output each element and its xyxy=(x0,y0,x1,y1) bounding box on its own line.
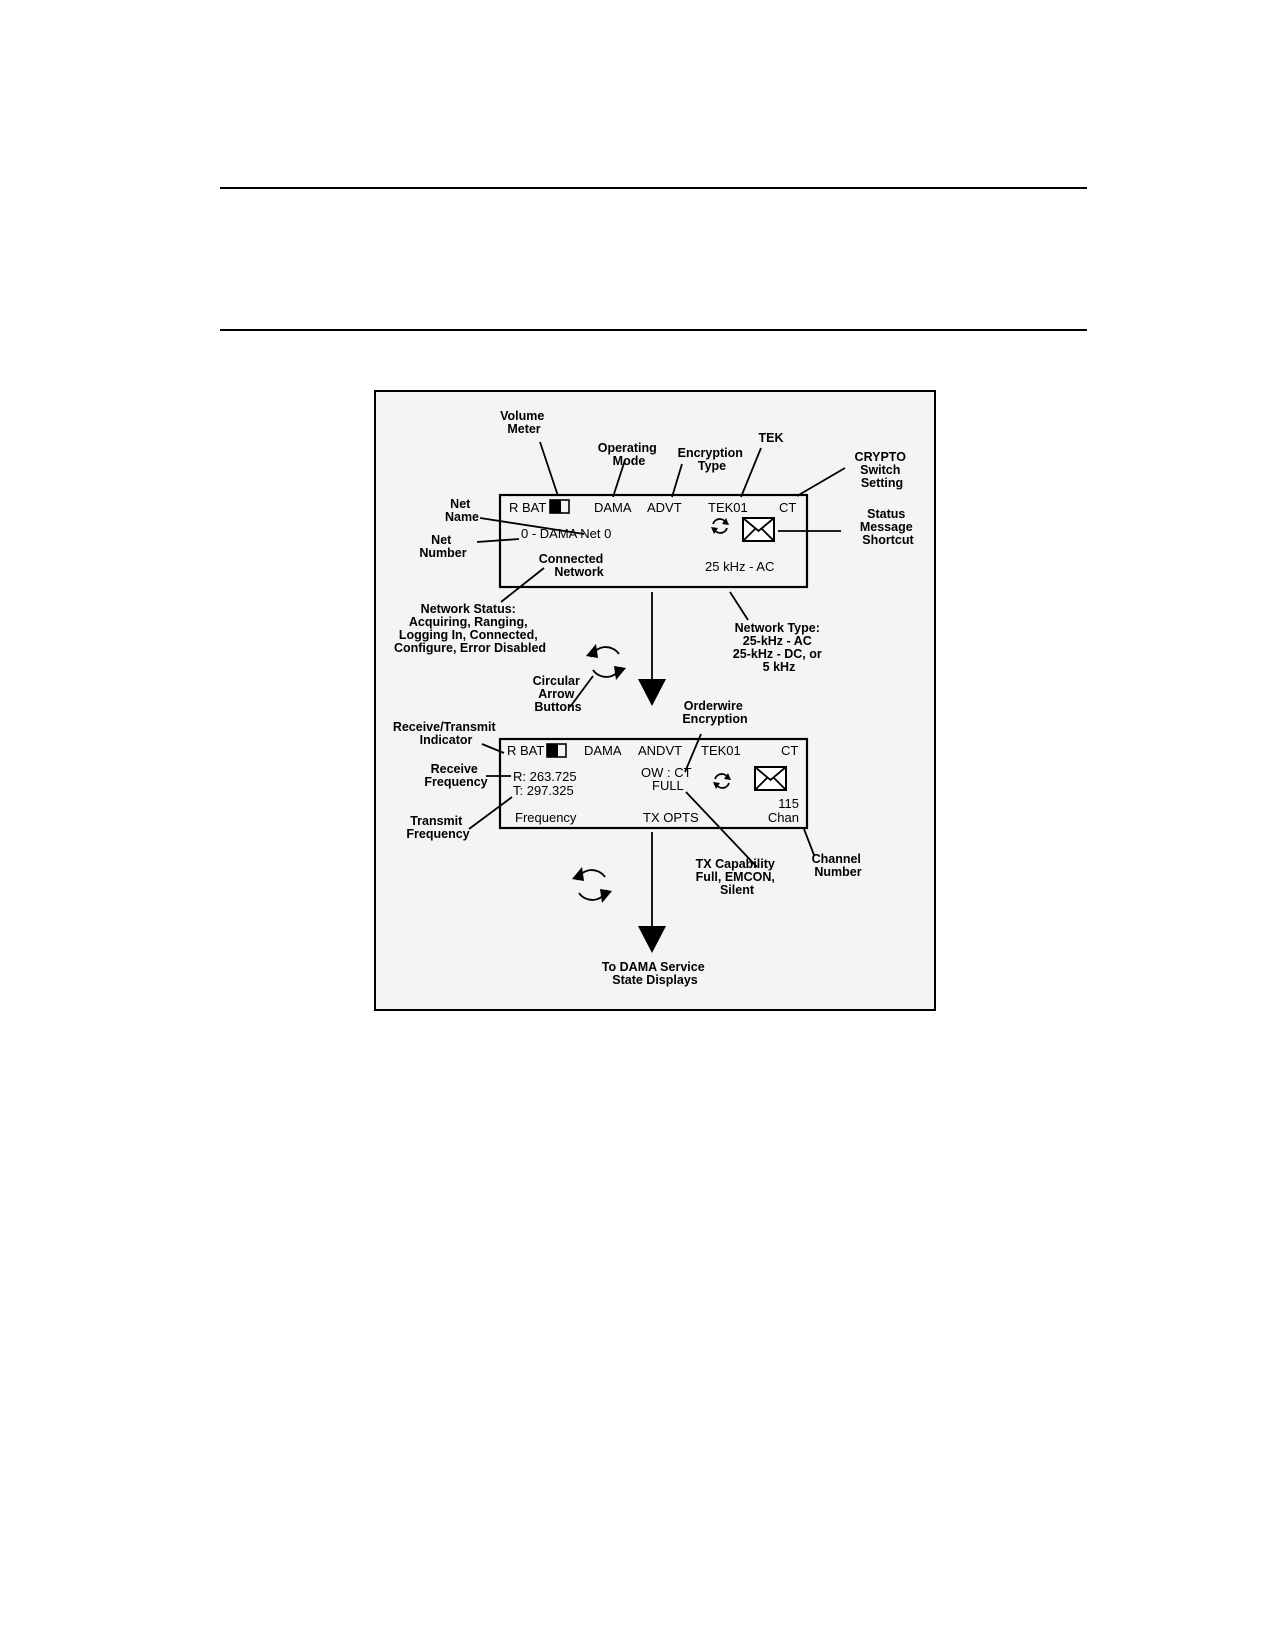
circular-arrow-icon[interactable] xyxy=(572,867,612,903)
softkey-tx-opts[interactable]: TX OPTS xyxy=(643,810,699,825)
callout-transmit-frequency: Transmit Frequency xyxy=(406,814,469,841)
d2-channel-number: 115 xyxy=(778,796,799,811)
d1-net-type: 25 kHz - AC xyxy=(705,559,774,574)
d2-tek: TEK01 xyxy=(701,743,741,758)
d1-status-line2: Network xyxy=(554,565,603,579)
d2-rx-frequency: R: 263.725 xyxy=(513,769,577,784)
callout-operating-mode: Operating Mode xyxy=(598,441,661,468)
leader-tek xyxy=(740,447,762,498)
d2-tx-capability: FULL xyxy=(652,778,684,793)
callout-encryption-type: Encryption Type xyxy=(678,446,747,473)
leader-volume xyxy=(539,441,559,497)
volume-meter-icon xyxy=(549,499,570,514)
leader-crypto xyxy=(796,467,846,497)
d1-mode: DAMA xyxy=(594,500,632,515)
envelope-icon[interactable] xyxy=(742,517,775,542)
callout-volume-meter: Volume Meter xyxy=(500,409,548,436)
d1-tek: TEK01 xyxy=(708,500,748,515)
d1-encryption: ADVT xyxy=(647,500,682,515)
callout-net-number: Net Number xyxy=(419,533,466,560)
callout-circular-arrow: Circular Arrow Buttons xyxy=(533,674,584,714)
callout-receive-frequency: Receive Frequency xyxy=(424,762,487,789)
softkey-frequency[interactable]: Frequency xyxy=(515,810,577,825)
leader-network-status xyxy=(500,567,545,603)
leader-channel-number xyxy=(803,828,815,856)
diagram-svg: R BAT DAMA ADVT TEK01 CT 0 - DAMA Net 0 … xyxy=(393,409,916,987)
leader-mode xyxy=(612,459,626,498)
d1-status-line1: Connected xyxy=(539,552,604,566)
d2-orderwire: OW : CT xyxy=(641,765,692,780)
down-arrow-icon xyxy=(638,926,666,953)
d2-mode: DAMA xyxy=(584,743,622,758)
callout-channel-number: Channel Number xyxy=(812,852,865,879)
circular-arrow-icon[interactable] xyxy=(711,518,729,534)
d2-crypto: CT xyxy=(781,743,798,758)
callout-net-name: Net Name xyxy=(445,497,479,524)
callout-tx-capability: TX Capability Full, EMCON, Silent xyxy=(696,857,779,897)
bottom-rule xyxy=(220,329,1087,331)
callout-rx-tx-indicator: Receive/Transmit Indicator xyxy=(393,720,499,747)
d1-net: 0 - DAMA Net 0 xyxy=(521,526,611,541)
callout-network-status: Network Status: Acquiring, Ranging, Logg… xyxy=(394,602,546,655)
leader-net-name xyxy=(479,517,585,535)
leader-circular-arrow xyxy=(569,675,594,708)
leader-net-number xyxy=(476,538,520,543)
circular-arrow-icon[interactable] xyxy=(586,644,626,680)
d1-rbat: R BAT xyxy=(509,500,546,515)
d2-channel-label: Chan xyxy=(768,810,799,825)
leader-transmit-freq xyxy=(468,796,513,830)
leader-tx-capability xyxy=(685,791,758,868)
d2-encryption: ANDVT xyxy=(638,743,682,758)
d2-tx-frequency: T: 297.325 xyxy=(513,783,574,798)
callout-orderwire-encryption: Orderwire Encryption xyxy=(682,699,747,726)
leader-network-type xyxy=(729,591,749,621)
leader-orderwire xyxy=(684,733,702,773)
down-arrow-icon xyxy=(638,679,666,706)
d2-rbat: R BAT xyxy=(507,743,544,758)
d1-crypto: CT xyxy=(779,500,796,515)
leader-rx-tx-indicator xyxy=(481,743,505,754)
circular-arrow-icon[interactable] xyxy=(713,773,731,789)
top-rule xyxy=(220,187,1087,189)
callout-network-type: Network Type: 25-kHz - AC 25-kHz - DC, o… xyxy=(733,621,825,674)
callout-tek: TEK xyxy=(759,431,784,445)
figure-frame: R BAT DAMA ADVT TEK01 CT 0 - DAMA Net 0 … xyxy=(374,390,936,1011)
leader-encryption xyxy=(671,463,683,498)
callout-crypto-switch: CRYPTO Switch Setting xyxy=(855,450,910,490)
callout-to-dama: To DAMA Service State Displays xyxy=(602,960,708,987)
envelope-icon[interactable] xyxy=(754,766,787,791)
volume-meter-icon xyxy=(546,743,567,758)
callout-status-message: Status Message Shortcut xyxy=(860,507,916,547)
